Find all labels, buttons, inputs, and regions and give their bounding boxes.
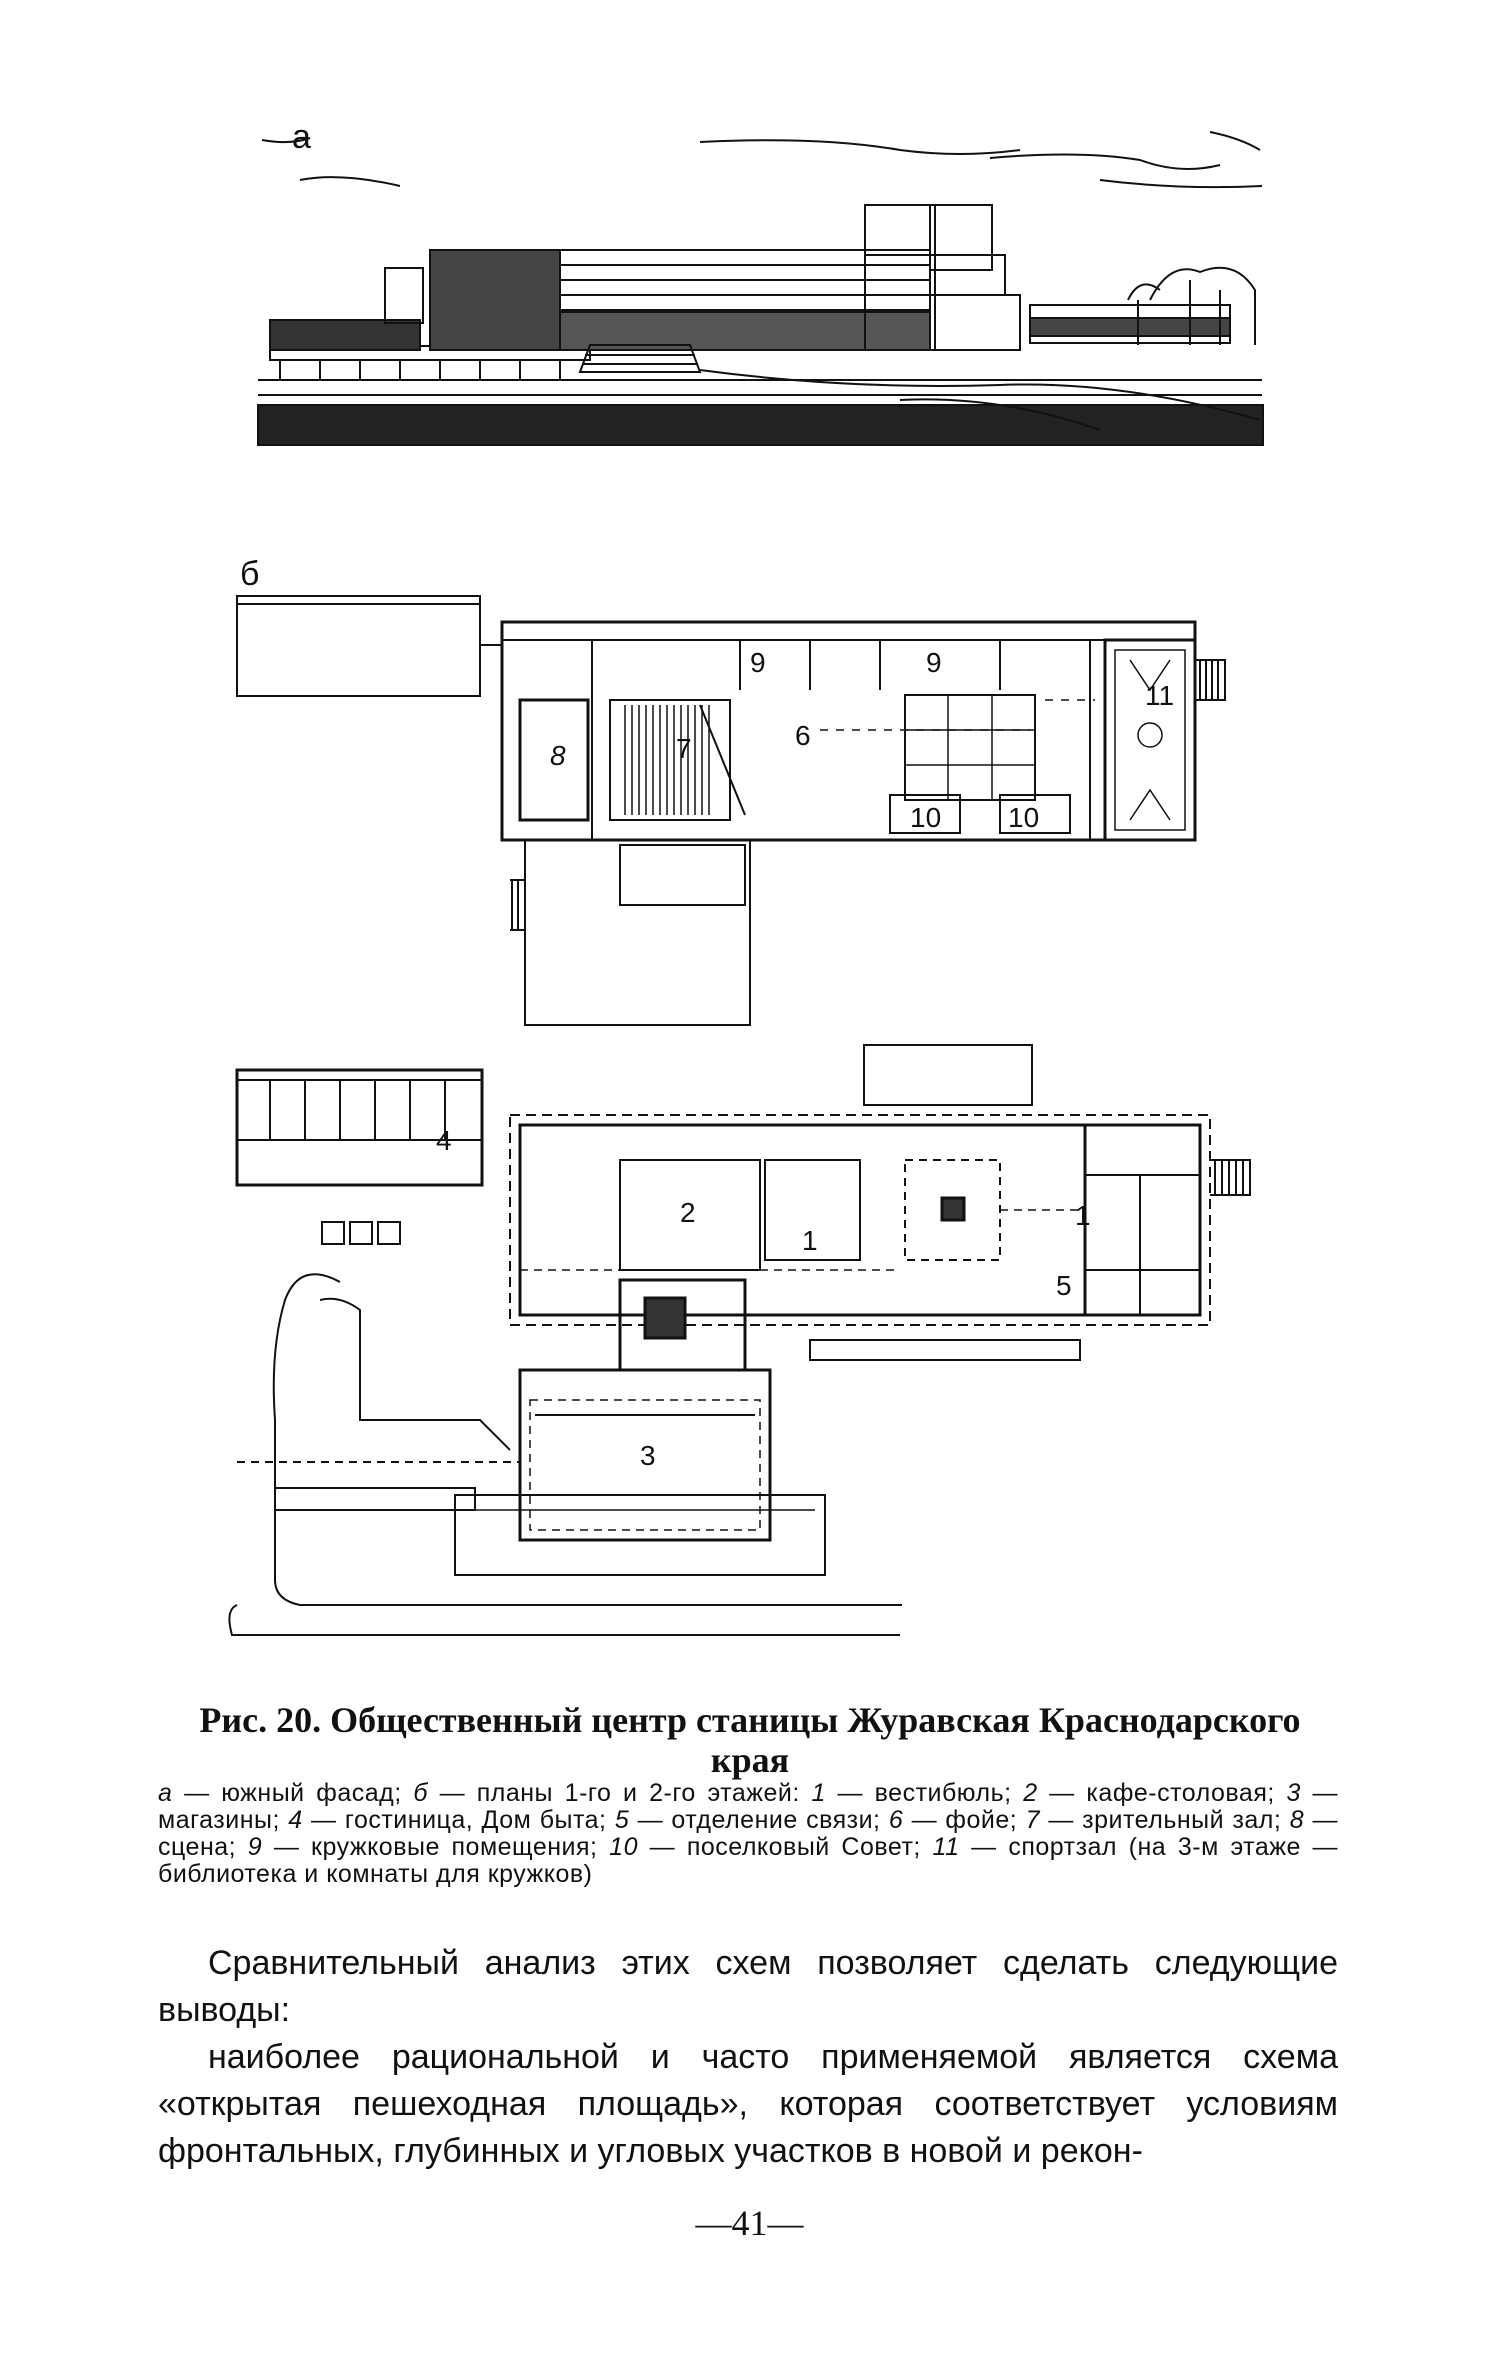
body-paragraph-2: наиболее рациональной и часто применяемо…: [158, 2038, 1338, 2170]
legend-item: 1 — вестибюль;: [811, 1779, 1012, 1807]
panel-b-label: б: [240, 555, 260, 593]
legend-item: 7 — зрительный зал;: [1025, 1806, 1282, 1834]
second-floor-plan: [236, 595, 1226, 1026]
room-1b-label: 1: [1075, 1200, 1091, 1231]
legend-item: 4 — гостиница, Дом быта;: [288, 1806, 607, 1834]
room-11-label: 11: [1145, 680, 1174, 711]
body-text: Сравнительный анализ этих схем позволяет…: [158, 1940, 1338, 2175]
legend-item: 3 — магазины;: [158, 1779, 1339, 1834]
caption-title-line-1: Рис. 20. Общественный центр станицы Жура…: [199, 1700, 1301, 1740]
first-floor-plan: [228, 1044, 1251, 1636]
south-facade-drawing: [257, 131, 1264, 446]
page-number: —41—: [695, 2203, 804, 2243]
room-4-label: 4: [436, 1125, 452, 1156]
legend-item: 6 — фойе;: [888, 1806, 1018, 1834]
room-6-label: 6: [795, 720, 811, 751]
legend-item: 9 — кружковые помещения;: [247, 1833, 598, 1861]
room-9b-label: 9: [926, 647, 942, 678]
room-8-label: 8: [550, 740, 566, 771]
legend-item: 5 — отделение связи;: [614, 1806, 881, 1834]
legend-item: 11 — спортзал (на 3-м этаже — библиотека…: [158, 1833, 1339, 1888]
room-10a-label: 10: [910, 802, 941, 833]
room-9a-label: 9: [750, 647, 766, 678]
panel-a-label: а: [292, 118, 311, 156]
body-paragraph-1: Сравнительный анализ этих схем позволяет…: [158, 1944, 1338, 2029]
room-3-label: 3: [640, 1440, 656, 1471]
legend-item: 2 — кафе-столовая;: [1023, 1779, 1275, 1807]
caption-title-line-2: края: [710, 1740, 790, 1780]
figure-caption-title: Рис. 20. Общественный центр станицы Жура…: [150, 1700, 1350, 1780]
room-10b-label: 10: [1008, 802, 1039, 833]
room-1a-label: 1: [802, 1225, 818, 1256]
room-2-label: 2: [680, 1197, 696, 1228]
legend-item: а — южный фасад;: [158, 1779, 402, 1807]
legend-item: 8 — сцена;: [158, 1806, 1338, 1861]
legend-item: б — планы 1-го и 2-го этажей:: [413, 1779, 800, 1807]
legend-item: 10 — поселковый Совет;: [609, 1833, 921, 1861]
room-7-label: 7: [676, 733, 692, 764]
figure-caption-legend: а — южный фасад; б — планы 1-го и 2-го э…: [158, 1780, 1338, 1888]
room-number-labels: 9 9 8 7 6 11 10 10 4 2 1 1 5 3: [436, 647, 1174, 1471]
room-5-label: 5: [1056, 1270, 1072, 1301]
